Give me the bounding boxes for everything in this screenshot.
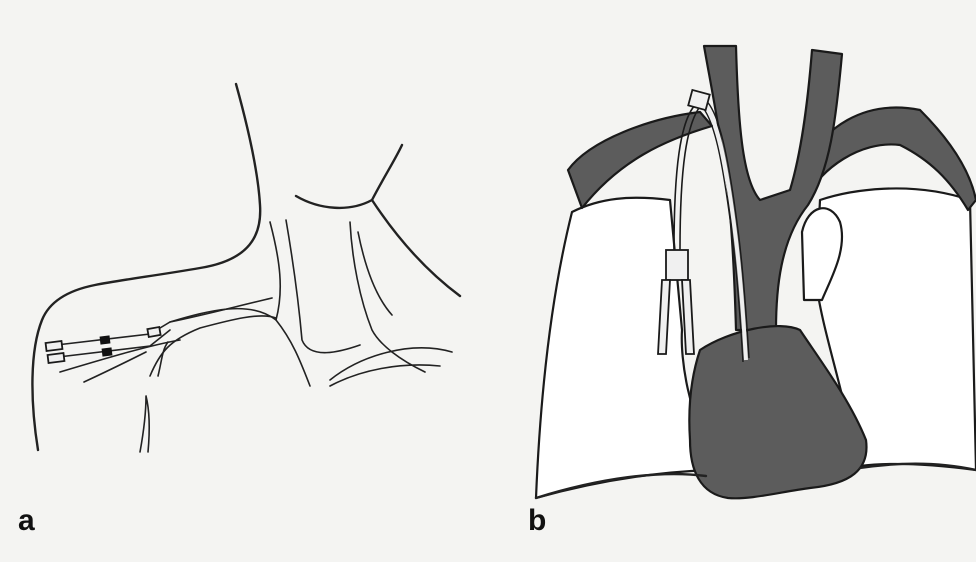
vessel-line-2 <box>286 220 360 353</box>
trapezius-outline <box>372 200 460 296</box>
catheter-connector <box>666 250 688 280</box>
clavicle-line-upper <box>170 309 310 386</box>
panel-label-b: b <box>528 506 546 536</box>
panel-label-a: a <box>18 506 35 536</box>
axillary-fold <box>140 396 149 452</box>
neck-shoulder-outline <box>32 84 260 450</box>
catheter-assembly <box>46 298 272 363</box>
vessel-line-1 <box>270 222 280 320</box>
panel-b-chest-illustration <box>490 0 976 562</box>
neck-right-outline <box>296 145 402 208</box>
vein-line <box>150 316 276 376</box>
catheter-lumen-right <box>682 280 694 354</box>
right-lung-outline <box>536 198 710 498</box>
lower-arc <box>330 348 452 380</box>
catheter-hub <box>688 90 710 110</box>
panel-a-neck-illustration <box>0 0 490 562</box>
